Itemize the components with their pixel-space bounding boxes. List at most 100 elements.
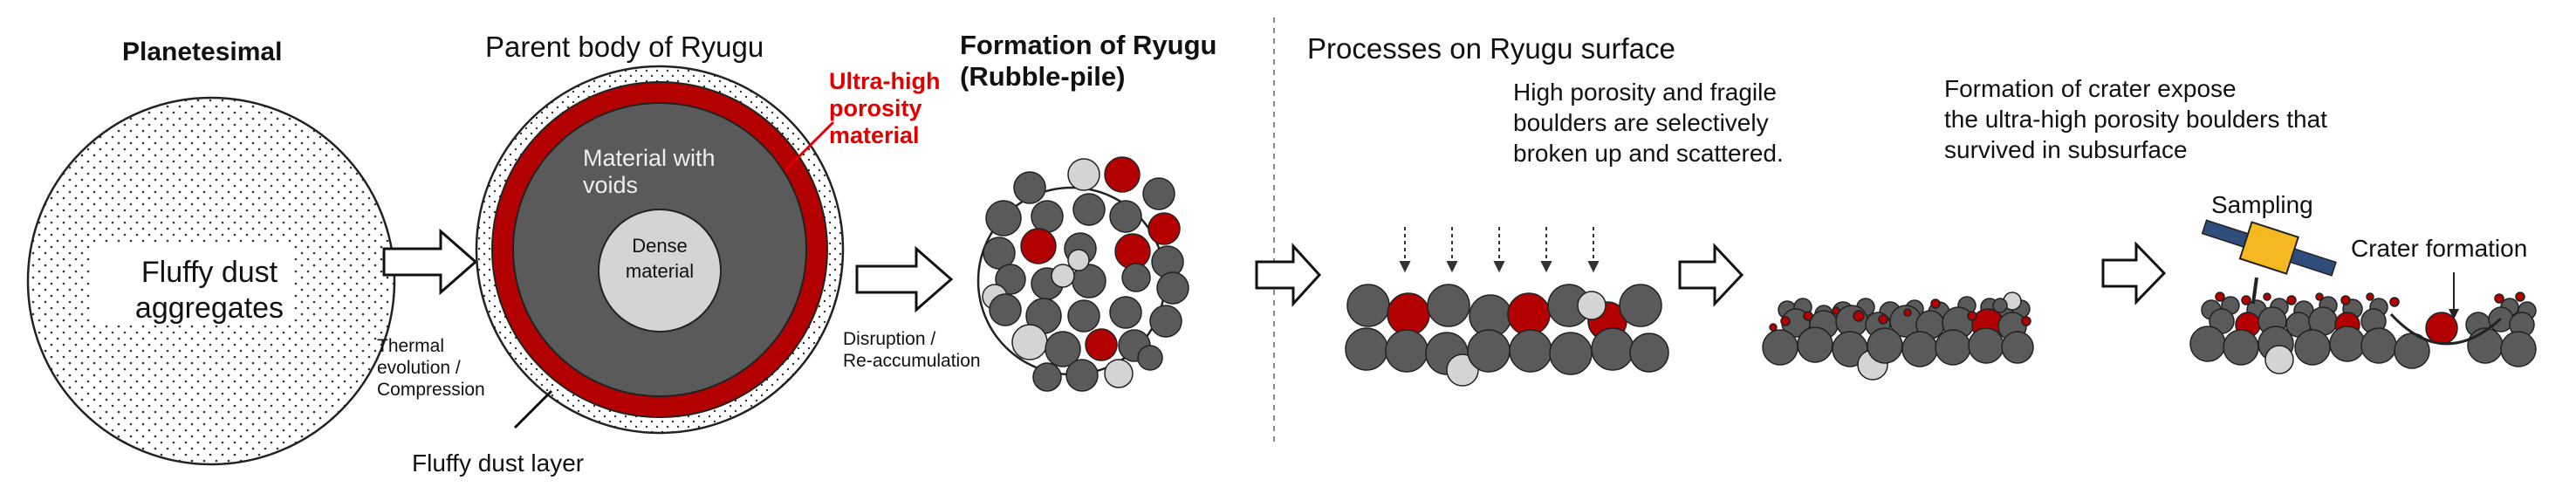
- voids-label: Material with voids: [583, 145, 716, 199]
- boulder: [1930, 298, 1941, 309]
- arrow-surface-2-to-3: [2101, 241, 2167, 305]
- surface-step2-line-1: Formation of crater expose: [1944, 75, 2237, 102]
- boulder: [1067, 249, 1090, 271]
- boulder: [1769, 323, 1778, 332]
- boulder: [2264, 345, 2294, 374]
- fluffy-dust-label: Fluffy dust aggregates: [87, 255, 332, 326]
- impact-arrow-head: [1446, 261, 1458, 273]
- probe-panel-left: [2201, 219, 2250, 248]
- boulder: [1067, 299, 1100, 333]
- boulder: [1591, 327, 1634, 371]
- surface-scene-2: [1762, 292, 2034, 381]
- boulder: [1901, 331, 1938, 367]
- rubble-pile: [976, 156, 1189, 392]
- uhp-line-2: porosity: [829, 95, 922, 122]
- boulder: [1762, 329, 1798, 366]
- boulder: [1549, 332, 1593, 375]
- boulder: [1629, 333, 1669, 373]
- boulder: [1832, 306, 1840, 315]
- boulder: [1020, 228, 1057, 264]
- surface-step1-line-1: High porosity and fragile: [1513, 79, 1777, 106]
- boulder: [2223, 329, 2259, 366]
- surface-scene-3: [2189, 272, 2537, 374]
- probe-body: [2238, 221, 2299, 275]
- boulder: [1346, 284, 1390, 327]
- boulder: [1142, 177, 1175, 210]
- boulder: [989, 293, 1022, 326]
- surface-step2-line-2: the ultra-high porosity boulders that: [1944, 106, 2327, 133]
- boulder: [2467, 327, 2504, 364]
- boulder: [2500, 331, 2537, 367]
- boulder: [1045, 331, 1081, 367]
- boulder: [2001, 331, 2034, 364]
- arrow-surface-1-to-2: [1678, 243, 1744, 307]
- boulder: [1507, 292, 1551, 336]
- boulder: [2263, 292, 2271, 301]
- parent-body-title: Parent body of Ryugu: [485, 31, 764, 63]
- boulder: [1148, 212, 1181, 245]
- formation-title: Formation of Ryugu (Rubble-pile): [960, 30, 1216, 92]
- boulder: [1427, 284, 1470, 327]
- fluffy-dust-line-2: aggregates: [134, 291, 284, 325]
- boulder: [2021, 316, 2031, 326]
- boulder: [1853, 310, 1865, 322]
- surface-step1-line-3: broken up and scattered.: [1513, 140, 1784, 167]
- boulder: [1065, 359, 1099, 392]
- transition-thermal-line-1: Thermal: [377, 336, 445, 356]
- boulder: [1013, 171, 1046, 204]
- surface-step2-line-3: survived in subsurface: [1944, 136, 2188, 163]
- voids-line-1: Material with: [583, 145, 716, 171]
- impact-arrow-head: [1493, 261, 1505, 273]
- surface-step1-line-2: boulders are selectively: [1513, 109, 1769, 136]
- boulder: [1619, 284, 1662, 327]
- crater-pointer-head: [2449, 309, 2459, 319]
- crater-formation-label: Crater formation: [2351, 235, 2528, 262]
- uhp-line-3: material: [829, 122, 920, 149]
- impact-arrow-head: [1587, 261, 1600, 273]
- boulder: [1011, 324, 1048, 360]
- crater-rim: [2389, 312, 2503, 346]
- planetesimal-label-backdrop: [92, 244, 292, 323]
- boulder: [1104, 359, 1134, 388]
- boulder: [1935, 329, 1971, 366]
- boulder: [1385, 329, 1428, 373]
- transition-thermal-line-2: evolution /: [377, 358, 461, 379]
- surface-title: Processes on Ryugu surface: [1307, 32, 1675, 65]
- sampling-probe: [2201, 219, 2337, 305]
- boulder: [2215, 292, 2225, 302]
- boulder: [1878, 314, 1888, 325]
- dense-label: Dense material: [607, 234, 712, 284]
- surface-scene-1: [1345, 227, 1669, 387]
- transition-disruption-line-1: Disruption /: [843, 329, 936, 349]
- boulder: [1387, 292, 1430, 336]
- boulder: [1156, 271, 1189, 305]
- formation-title-line-2: (Rubble-pile): [960, 60, 1126, 92]
- parent-body: [475, 65, 845, 435]
- boulder: [1104, 156, 1141, 193]
- transition-thermal-label: Thermal evolution / Compression: [377, 335, 485, 401]
- boulder: [2366, 292, 2374, 301]
- transition-disruption-line-2: Re-accumulation: [843, 351, 981, 372]
- boulder: [1577, 291, 1607, 320]
- boulder: [1067, 158, 1100, 191]
- planetesimal-title: Planetesimal: [122, 38, 283, 66]
- sampling-label: Sampling: [2211, 191, 2313, 218]
- boulder: [1467, 329, 1511, 373]
- surface-step2-text: Formation of crater expose the ultra-hig…: [1944, 73, 2327, 165]
- boulder: [2340, 295, 2351, 305]
- boulder: [1968, 327, 2004, 364]
- boulder: [1345, 327, 1388, 371]
- boulder: [1797, 326, 1833, 363]
- boulder: [1072, 193, 1106, 226]
- probe-sampler-horn: [2251, 277, 2258, 305]
- voids-line-2: voids: [583, 172, 639, 199]
- boulder: [1903, 308, 1912, 317]
- formation-title-line-1: Formation of Ryugu: [960, 30, 1217, 60]
- arrow-planetesimal-to-parent: [382, 228, 478, 296]
- arrow-formation-to-surface: [1255, 243, 1322, 307]
- boulder: [2294, 329, 2331, 366]
- uhp-line-1: Ultra-high: [829, 68, 941, 94]
- surface-step1-text: High porosity and fragile boulders are s…: [1513, 77, 1784, 168]
